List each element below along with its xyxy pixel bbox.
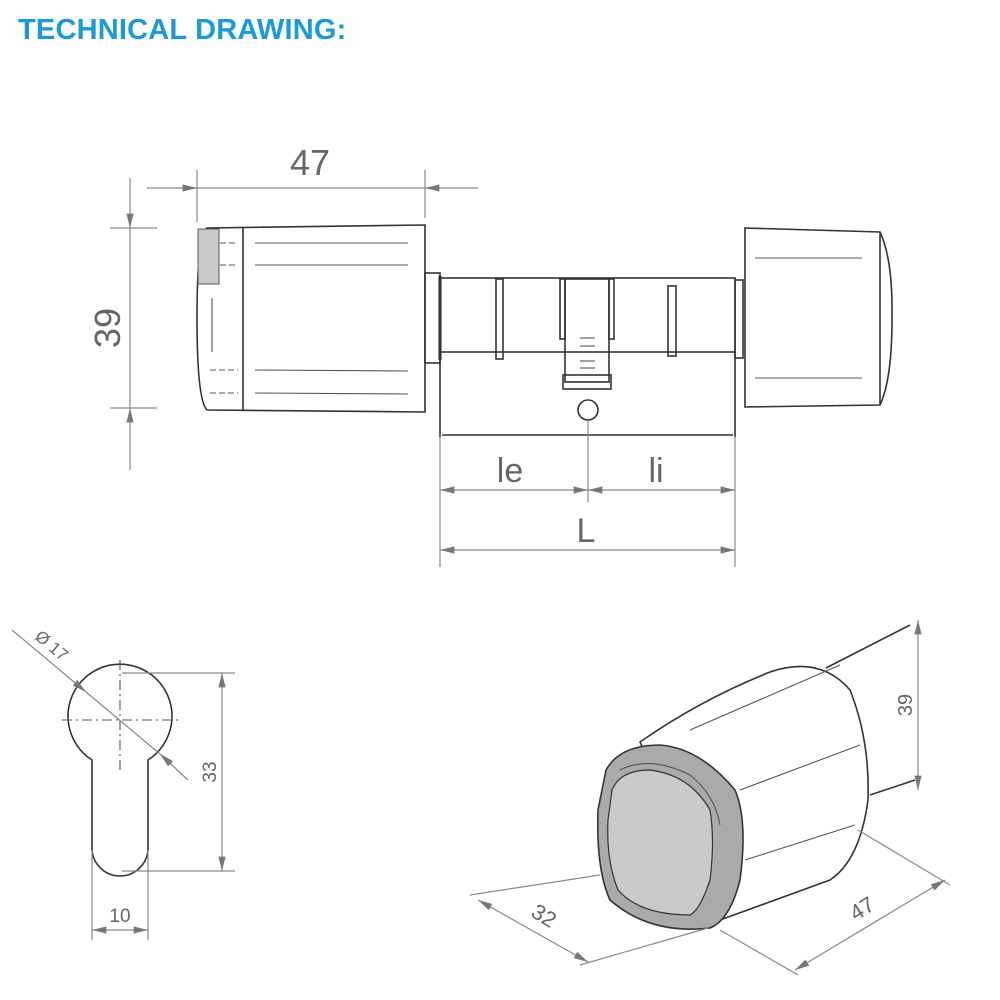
page-title: TECHNICAL DRAWING: [18, 14, 347, 46]
profile-view: Ø 17 33 10 [11, 627, 235, 940]
isometric-view: 39 32 47 [469, 620, 951, 976]
iso-height-label: 39 [895, 694, 917, 716]
le-label: le [497, 452, 523, 490]
knob-height-label: 39 [87, 308, 128, 348]
iso-front-width-label: 32 [527, 899, 561, 933]
L-label: L [577, 512, 596, 550]
diameter-label: Ø 17 [31, 627, 71, 665]
li-label: li [648, 452, 663, 490]
iso-length-label: 47 [845, 892, 879, 926]
profile-height-label: 33 [200, 761, 221, 782]
knob-width-label: 47 [290, 142, 330, 183]
profile-width-label: 10 [109, 906, 130, 927]
side-view: 47 39 [87, 142, 893, 567]
